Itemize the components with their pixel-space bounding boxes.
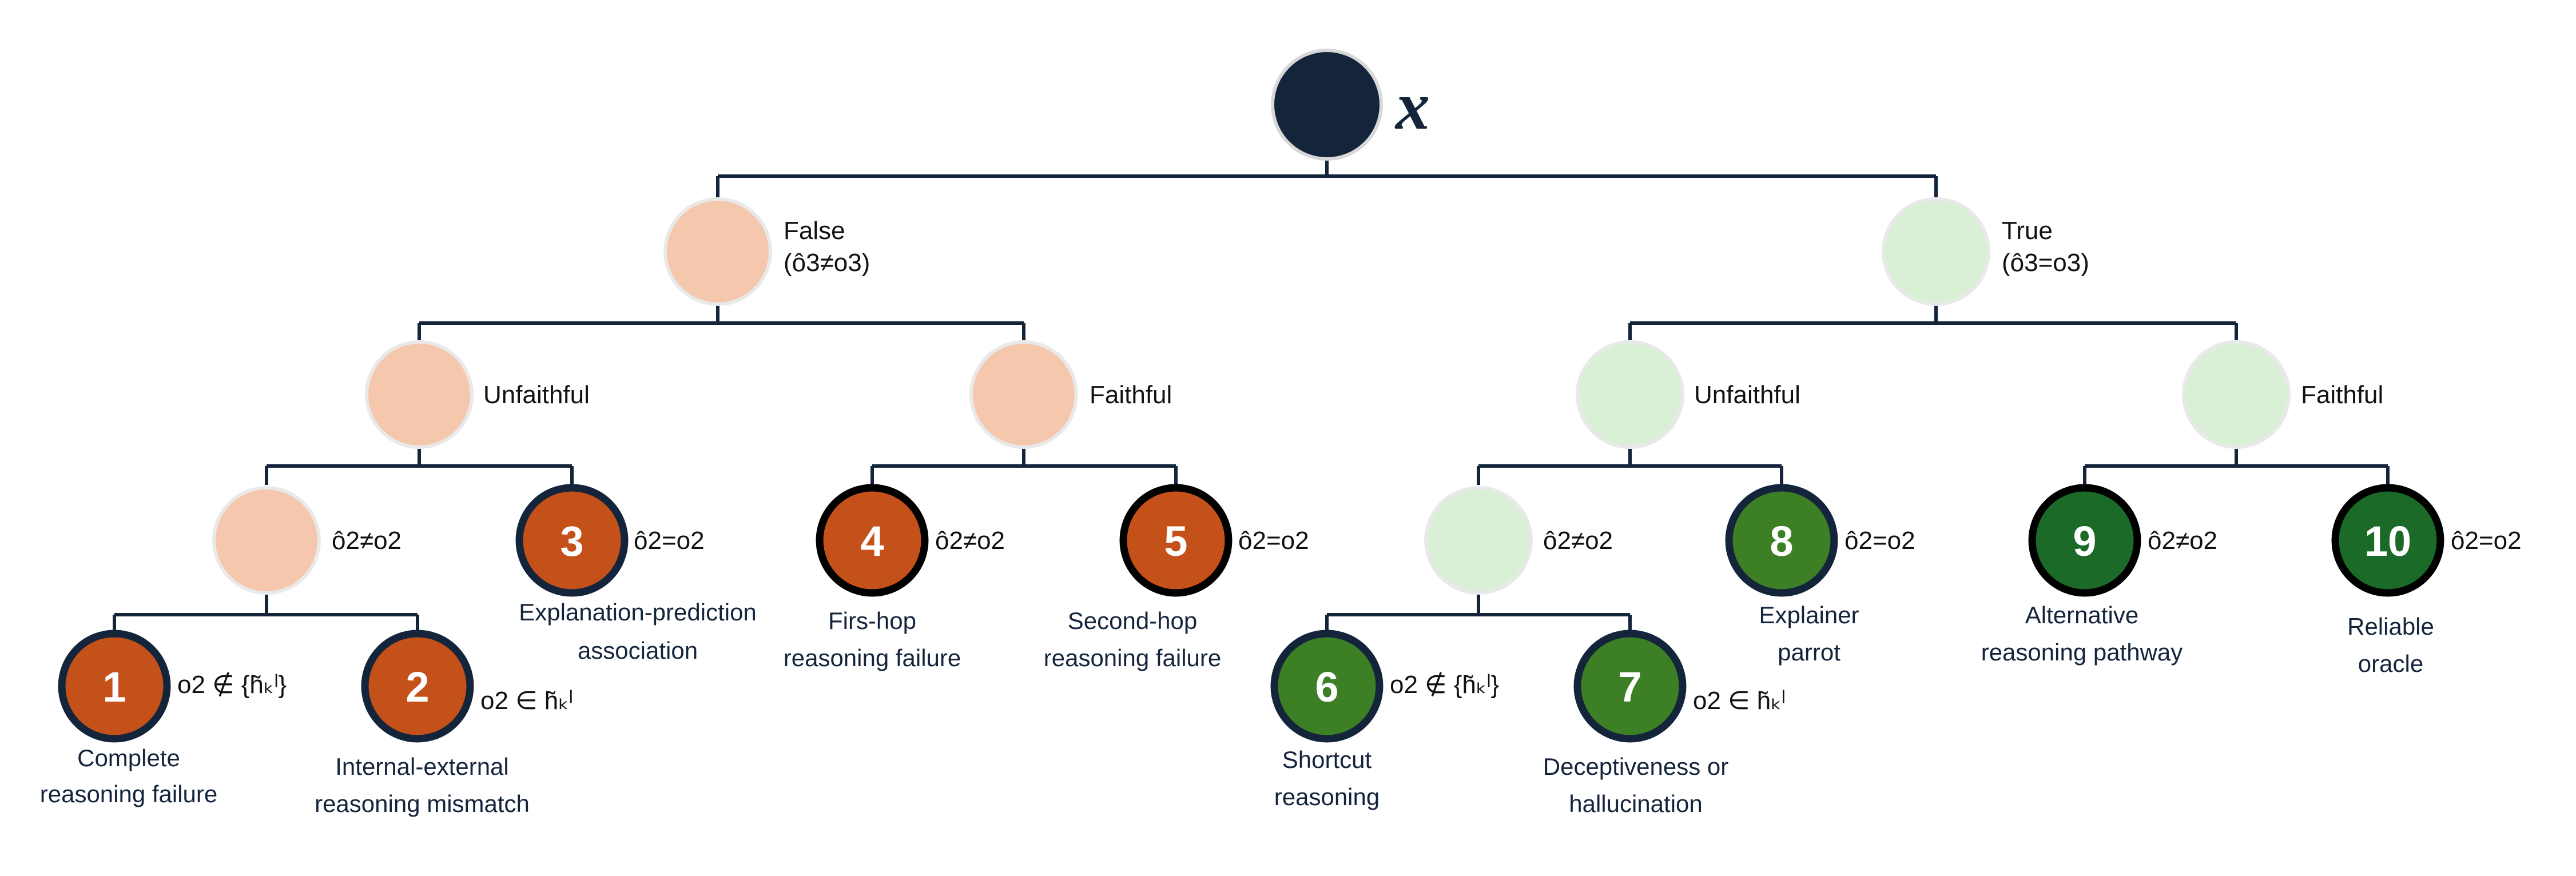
false-faithful-label: Faithful — [1090, 381, 1172, 409]
leaf-6-circle — [1270, 630, 1384, 743]
leaf-3-circle — [515, 484, 629, 597]
false-unfaithful-label: Unfaithful — [483, 381, 590, 409]
leaf-3-edge-label: ô2=o2 — [634, 527, 705, 555]
node-false: False (ô3≠o3) — [663, 197, 870, 306]
leaf-3-caption-1: Explanation-prediction — [519, 599, 757, 626]
leaf-10-edge-label: ô2=o2 — [2451, 527, 2522, 555]
leaf-2-caption-1: Internal-external — [335, 753, 509, 780]
leaf-5-circle — [1119, 484, 1233, 597]
true-mismatch-label: ô2≠o2 — [1543, 527, 1613, 555]
edge-true-unfaithful-mismatch — [1325, 595, 1632, 632]
leaf-4-caption-2: reasoning failure — [784, 644, 961, 671]
leaf-3-number: 3 — [560, 517, 583, 565]
leaf-7-circle — [1573, 630, 1687, 743]
true-condition: (ô3=o3) — [2002, 249, 2089, 277]
leaf-4-edge-label: ô2≠o2 — [935, 527, 1005, 555]
leaf-7-number: 7 — [1618, 663, 1641, 711]
leaf-10: 10 ô2=o2 Reliable oracle — [2331, 484, 2522, 677]
edge-false-unfaithful — [265, 449, 574, 485]
leaf-9-number: 9 — [2073, 517, 2096, 565]
edge-true — [1628, 303, 2238, 340]
leaf-4-number: 4 — [860, 517, 884, 565]
leaf-8-caption-1: Explainer — [1759, 602, 1859, 628]
leaf-3: 3 ô2=o2 Explanation-prediction associati… — [515, 484, 757, 664]
node-true: True (ô3=o3) — [1882, 197, 2089, 306]
edge-false-unfaithful-mismatch — [113, 595, 419, 632]
leaf-8-caption-2: parrot — [1778, 639, 1840, 666]
false-unfaithful-circle — [365, 340, 474, 449]
false-circle — [663, 197, 772, 306]
node-true-unfaithful-mismatch: ô2≠o2 — [1424, 486, 1613, 595]
leaf-1-circle — [58, 630, 171, 743]
false-condition: (ô3≠o3) — [784, 249, 870, 277]
edge-false-faithful — [870, 449, 1178, 485]
node-false-unfaithful-mismatch: ô2≠o2 — [212, 486, 401, 595]
node-true-unfaithful: Unfaithful — [1576, 340, 1800, 449]
leaf-4-caption-1: Firs-hop — [828, 607, 916, 634]
leaf-9-caption-2: reasoning pathway — [1981, 639, 2183, 666]
leaf-5-edge-label: ô2=o2 — [1238, 527, 1309, 555]
leaf-9-edge-label: ô2≠o2 — [2148, 527, 2217, 555]
leaf-1-caption-2: reasoning failure — [40, 781, 218, 807]
true-faithful-label: Faithful — [2301, 381, 2383, 409]
true-unfaithful-circle — [1576, 340, 1684, 449]
leaf-5-caption-2: reasoning failure — [1044, 644, 1222, 671]
leaf-8-number: 8 — [1770, 517, 1793, 565]
false-label: False — [784, 217, 845, 245]
root-node: x — [1271, 49, 1430, 161]
leaf-5-caption-1: Second-hop — [1068, 607, 1198, 634]
leaf-10-caption-2: oracle — [2358, 650, 2423, 677]
node-false-faithful: Faithful — [969, 340, 1172, 449]
leaf-9: 9 ô2≠o2 Alternative reasoning pathway — [1981, 484, 2217, 666]
leaf-9-circle — [2028, 484, 2141, 597]
leaf-1: 1 o2 ∉ {h̃ₖˡ} Complete reasoning failure — [40, 630, 287, 807]
true-faithful-circle — [2182, 340, 2291, 449]
leaf-10-number: 10 — [2364, 517, 2411, 565]
leaf-9-caption-1: Alternative — [2025, 602, 2138, 628]
leaf-1-number: 1 — [102, 663, 126, 711]
edge-true-faithful — [2083, 449, 2390, 485]
leaf-1-caption-1: Complete — [77, 744, 180, 771]
leaf-6: 6 o2 ∉ {h̃ₖˡ} Shortcut reasoning — [1270, 630, 1499, 810]
leaf-4: 4 ô2≠o2 Firs-hop reasoning failure — [784, 484, 1005, 671]
leaf-8-circle — [1725, 484, 1838, 597]
true-mismatch-circle — [1424, 486, 1533, 595]
root-circle — [1271, 49, 1383, 161]
edge-true-unfaithful — [1477, 449, 1783, 485]
leaf-7: 7 o2 ∈ h̃ₖˡ Deceptiveness or hallucinati… — [1543, 630, 1786, 817]
leaf-6-edge-label: o2 ∉ {h̃ₖˡ} — [1390, 671, 1499, 699]
leaf-6-caption-2: reasoning — [1274, 783, 1380, 810]
true-circle — [1882, 197, 1990, 306]
false-faithful-circle — [969, 340, 1078, 449]
true-label: True — [2002, 217, 2053, 245]
root-label: x — [1394, 67, 1430, 144]
leaf-7-caption-2: hallucination — [1569, 790, 1703, 817]
leaf-10-caption-1: Reliable — [2347, 613, 2434, 640]
leaf-2-caption-2: reasoning mismatch — [315, 790, 530, 817]
leaf-10-circle — [2331, 484, 2444, 597]
leaf-2-number: 2 — [406, 663, 429, 711]
leaf-7-caption-1: Deceptiveness or — [1543, 753, 1729, 780]
edge-false — [418, 303, 1025, 340]
leaf-5: 5 ô2=o2 Second-hop reasoning failure — [1044, 484, 1309, 671]
false-mismatch-label: ô2≠o2 — [332, 527, 401, 555]
leaf-3-caption-2: association — [578, 637, 698, 664]
leaf-2: 2 o2 ∈ h̃ₖˡ Internal-external reasoning … — [315, 630, 573, 817]
node-false-unfaithful: Unfaithful — [365, 340, 590, 449]
leaf-5-number: 5 — [1164, 517, 1187, 565]
leaf-1-edge-label: o2 ∉ {h̃ₖˡ} — [177, 671, 287, 699]
leaf-6-caption-1: Shortcut — [1282, 746, 1372, 773]
leaf-4-circle — [816, 484, 929, 597]
leaf-7-edge-label: o2 ∈ h̃ₖˡ — [1693, 687, 1786, 715]
leaf-2-edge-label: o2 ∈ h̃ₖˡ — [480, 687, 573, 715]
leaf-2-circle — [361, 630, 474, 743]
leaf-8-edge-label: ô2=o2 — [1844, 527, 1915, 555]
true-unfaithful-label: Unfaithful — [1694, 381, 1800, 409]
node-true-faithful: Faithful — [2182, 340, 2383, 449]
leaf-8: 8 ô2=o2 Explainer parrot — [1725, 484, 1915, 666]
false-mismatch-circle — [212, 486, 321, 595]
leaf-6-number: 6 — [1315, 663, 1338, 711]
